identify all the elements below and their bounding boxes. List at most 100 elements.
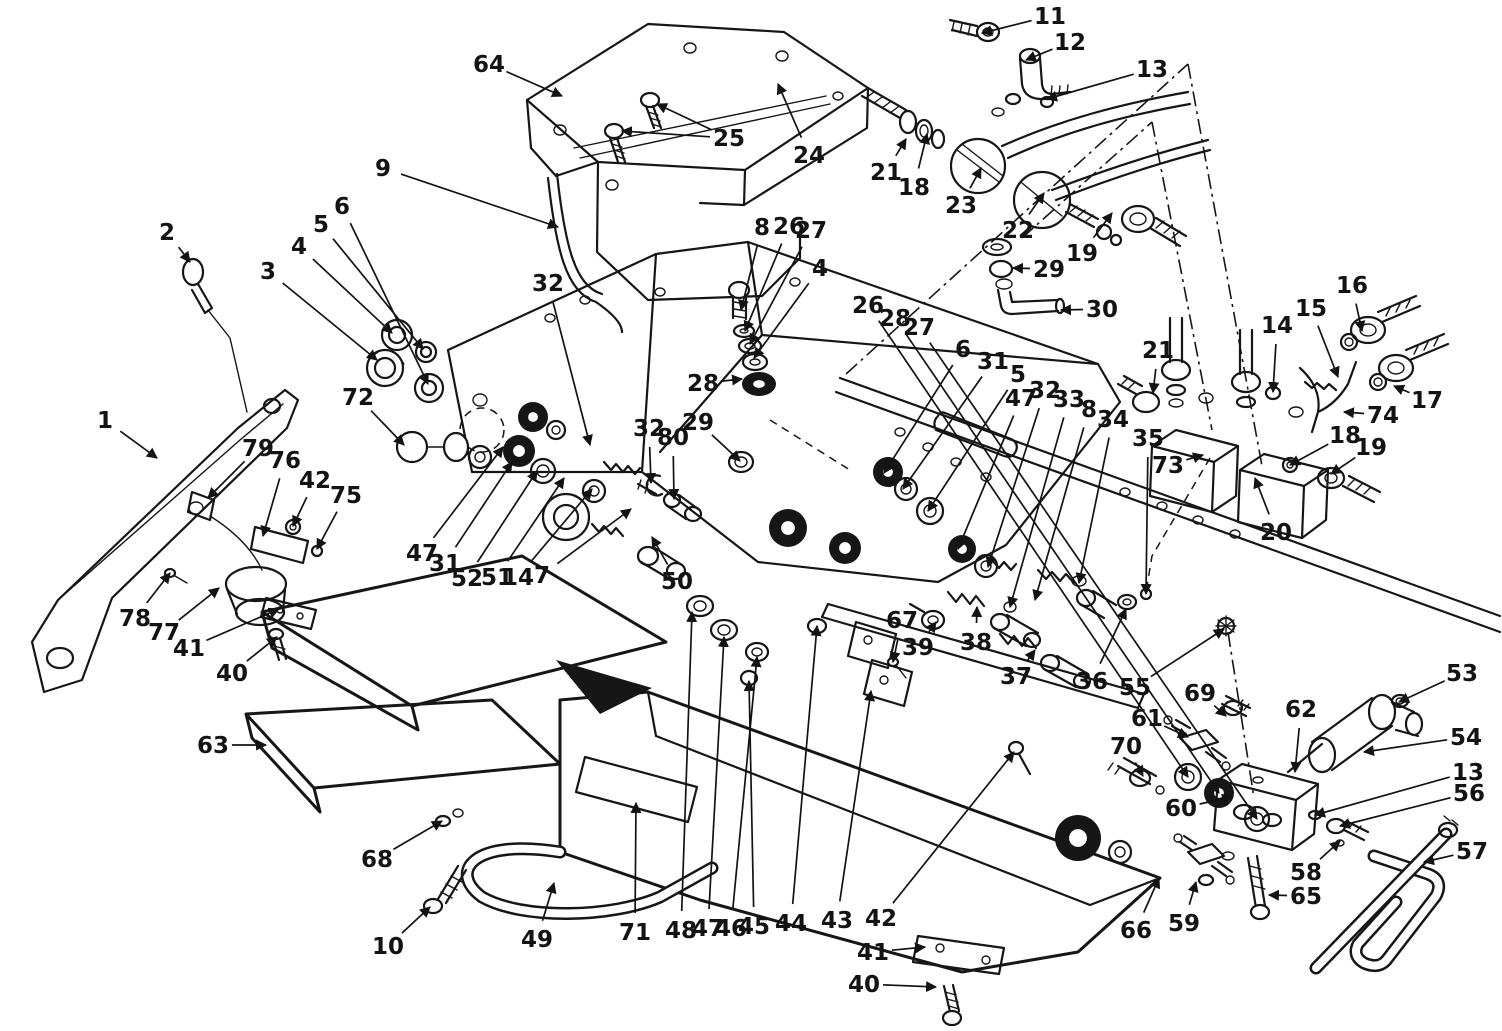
- part-callout-40: 40: [848, 972, 938, 998]
- leader-line: [1142, 876, 1161, 913]
- part-callout-71: 71: [619, 801, 651, 946]
- part-number: 29: [1033, 257, 1065, 283]
- diagram-line-art: [30, 18, 1502, 1027]
- part-number: 64: [473, 52, 505, 78]
- part-callout-8: 8: [738, 215, 770, 312]
- part-number: 59: [1168, 911, 1200, 937]
- leader-line: [207, 460, 246, 499]
- part-callout-26: 26: [743, 214, 805, 333]
- part-callout-27: 27: [903, 315, 1258, 820]
- leader-line: [177, 246, 191, 263]
- leader-line: [1059, 304, 1084, 316]
- part-callout-4: 4: [753, 256, 828, 359]
- part-number: 12: [1054, 30, 1086, 56]
- part-number: 18: [1329, 423, 1361, 449]
- part-callout-22: 22: [1002, 192, 1045, 244]
- part-callout-42: 42: [292, 468, 331, 527]
- leader-line: [743, 679, 755, 908]
- part-callout-1: 1: [97, 408, 158, 459]
- part-callout-18: 18: [1289, 423, 1361, 466]
- leader-line: [1099, 608, 1127, 665]
- leader-line: [506, 70, 564, 98]
- part-callout-77: 77: [148, 587, 220, 646]
- part-callout-54: 54: [1362, 725, 1482, 757]
- part-callout-50: 50: [651, 536, 693, 595]
- leader-line: [721, 374, 744, 386]
- part-number: 78: [119, 606, 151, 632]
- part-callout-41: 41: [857, 940, 927, 966]
- leader-line: [1267, 889, 1288, 901]
- leader-line: [1313, 776, 1450, 818]
- part-callout-73: 73: [1152, 452, 1205, 479]
- leader-line: [753, 282, 810, 359]
- leader-line: [432, 446, 504, 539]
- part-callout-72: 72: [342, 385, 405, 446]
- leader-line: [312, 258, 393, 334]
- leader-line: [246, 636, 278, 662]
- part-callout-7: 7: [534, 508, 632, 589]
- part-number: 76: [269, 448, 301, 474]
- part-number: 58: [1290, 860, 1322, 886]
- part-number: 24: [793, 143, 825, 169]
- part-number: 20: [1260, 520, 1292, 546]
- part-number: 25: [713, 126, 745, 152]
- part-callout-14: 14: [502, 488, 593, 591]
- part-number: 9: [375, 156, 391, 182]
- part-callout-14: 14: [1261, 313, 1293, 394]
- leader-line: [1032, 427, 1085, 602]
- part-number: 72: [342, 385, 374, 411]
- part-number: 47: [692, 916, 724, 942]
- part-callout-15: 15: [1295, 296, 1340, 379]
- part-number: 62: [1285, 697, 1317, 723]
- leader-line: [902, 376, 983, 490]
- leader-line: [454, 461, 513, 548]
- part-callout-69: 69: [1184, 681, 1227, 717]
- part-number: 2: [159, 220, 175, 246]
- part-number: 41: [857, 940, 889, 966]
- leader-line: [392, 820, 443, 851]
- part-number: 13: [1136, 57, 1168, 83]
- leader-line: [1362, 738, 1448, 757]
- part-callout-58: 58: [1290, 840, 1341, 886]
- part-callout-55: 55: [1119, 628, 1225, 701]
- part-callout-25: 25: [620, 103, 745, 152]
- part-number: 80: [657, 425, 689, 451]
- part-number: 60: [1165, 796, 1197, 822]
- part-callout-56: 56: [1338, 781, 1485, 829]
- part-callout-8: 8: [1032, 397, 1097, 602]
- part-number: 71: [619, 920, 651, 946]
- leader-line: [506, 477, 565, 562]
- part-number: 5: [313, 212, 329, 238]
- part-number: 30: [1086, 297, 1118, 323]
- part-number: 49: [521, 927, 553, 953]
- part-callout-57: 57: [1422, 839, 1488, 866]
- leader-line: [316, 511, 338, 550]
- leader-line: [668, 455, 680, 501]
- part-number: 52: [451, 566, 483, 592]
- part-callout-29: 29: [682, 410, 741, 462]
- part-callout-27: 27: [749, 218, 827, 345]
- part-number: 28: [687, 371, 719, 397]
- part-number: 28: [879, 306, 911, 332]
- part-callout-21: 21: [1142, 338, 1174, 395]
- leader-line: [1397, 680, 1446, 703]
- part-callout-23: 23: [945, 167, 982, 219]
- part-callout-33: 33: [1007, 387, 1085, 609]
- leader-line: [645, 446, 657, 485]
- part-callout-26: 26: [852, 293, 1189, 778]
- part-callout-61: 61: [1131, 706, 1190, 738]
- leader-line: [1045, 73, 1134, 102]
- part-number: 51: [481, 565, 513, 591]
- leader-line: [370, 410, 405, 446]
- part-callout-30: 30: [1059, 297, 1118, 323]
- part-number: 37: [1000, 664, 1032, 690]
- part-callout-10: 10: [372, 906, 431, 960]
- leader-line: [1150, 628, 1225, 678]
- leader-line: [529, 488, 593, 564]
- part-callout-65: 65: [1267, 884, 1322, 910]
- part-callout-29: 29: [1011, 257, 1065, 283]
- leader-line: [1187, 880, 1199, 906]
- leader-line: [883, 364, 954, 474]
- part-number: 6: [955, 337, 971, 363]
